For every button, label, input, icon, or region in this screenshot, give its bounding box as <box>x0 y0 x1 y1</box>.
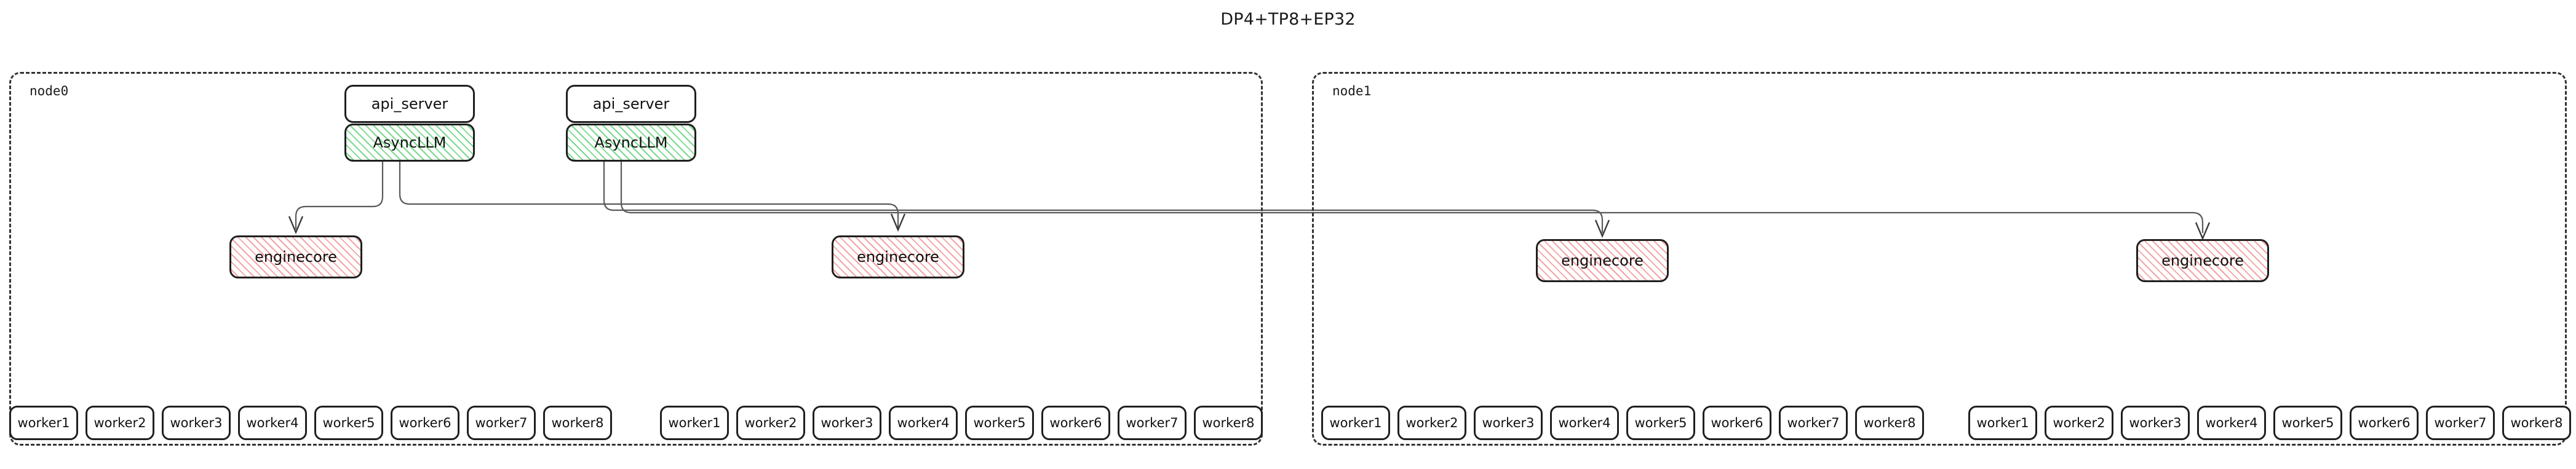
node-label-node1: node1 <box>1332 84 1372 98</box>
enginecore-node1-1[interactable]: enginecore <box>2136 239 2269 282</box>
worker-node1-g1-4-label: worker5 <box>2281 416 2334 430</box>
enginecore-node0-0[interactable]: enginecore <box>229 235 362 278</box>
worker-node1-g1-3-label: worker4 <box>2205 416 2258 430</box>
worker-node1-g0-4[interactable]: worker5 <box>1626 406 1695 440</box>
worker-node0-g0-1[interactable]: worker2 <box>85 406 154 440</box>
worker-node1-g0-2-label: worker3 <box>1482 416 1535 430</box>
api-server-node0-0[interactable]: api_server <box>344 85 475 123</box>
worker-node0-g0-1-label: worker2 <box>93 416 146 430</box>
worker-node0-g1-7-label: worker8 <box>1202 416 1255 430</box>
worker-node1-g1-0-label: worker1 <box>1976 416 2029 430</box>
worker-node1-g0-6-label: worker7 <box>1787 416 1840 430</box>
worker-node1-g0-7-label: worker8 <box>1863 416 1916 430</box>
worker-node0-g1-0-label: worker1 <box>668 416 721 430</box>
node-label-node0: node0 <box>30 84 69 98</box>
worker-node0-g0-3[interactable]: worker4 <box>238 406 307 440</box>
worker-node1-g0-5-label: worker6 <box>1711 416 1763 430</box>
worker-node1-g0-3-label: worker4 <box>1558 416 1611 430</box>
worker-node0-g1-7[interactable]: worker8 <box>1194 406 1263 440</box>
worker-node1-g1-2[interactable]: worker3 <box>2121 406 2190 440</box>
worker-node1-g1-7[interactable]: worker8 <box>2502 406 2571 440</box>
worker-node1-g1-5-label: worker6 <box>2358 416 2411 430</box>
enginecore-node0-1-label: enginecore <box>857 248 939 266</box>
worker-node1-g1-0[interactable]: worker1 <box>1968 406 2037 440</box>
worker-node0-g1-4-label: worker5 <box>973 416 1026 430</box>
worker-node0-g0-2[interactable]: worker3 <box>162 406 231 440</box>
worker-node1-g0-4-label: worker5 <box>1634 416 1687 430</box>
worker-node0-g0-5-label: worker6 <box>399 416 451 430</box>
worker-node0-g1-2[interactable]: worker3 <box>813 406 881 440</box>
worker-node1-g1-1-label: worker2 <box>2053 416 2105 430</box>
worker-node0-g0-6[interactable]: worker7 <box>467 406 536 440</box>
worker-node0-g1-5-label: worker6 <box>1049 416 1102 430</box>
worker-node0-g0-4[interactable]: worker5 <box>314 406 383 440</box>
worker-node0-g1-0[interactable]: worker1 <box>660 406 729 440</box>
worker-node0-g0-0[interactable]: worker1 <box>9 406 78 440</box>
worker-node0-g0-5[interactable]: worker6 <box>391 406 459 440</box>
page-title: DP4+TP8+EP32 <box>1220 10 1356 29</box>
worker-node1-g1-1[interactable]: worker2 <box>2045 406 2113 440</box>
worker-node1-g0-0-label: worker1 <box>1329 416 1382 430</box>
worker-node0-g0-6-label: worker7 <box>475 416 528 430</box>
worker-node0-g1-5[interactable]: worker6 <box>1041 406 1110 440</box>
enginecore-node0-1[interactable]: enginecore <box>832 235 964 278</box>
worker-node1-g0-5[interactable]: worker6 <box>1703 406 1771 440</box>
worker-node1-g0-6[interactable]: worker7 <box>1779 406 1848 440</box>
worker-node0-g1-6-label: worker7 <box>1126 416 1179 430</box>
asyncllm-node0-0-label: AsyncLLM <box>373 134 447 151</box>
asyncllm-node0-1-label: AsyncLLM <box>594 134 668 151</box>
enginecore-node1-1-label: enginecore <box>2161 252 2244 269</box>
worker-node1-g0-3[interactable]: worker4 <box>1550 406 1619 440</box>
worker-node1-g0-0[interactable]: worker1 <box>1321 406 1390 440</box>
enginecore-node1-0-label: enginecore <box>1561 252 1644 269</box>
asyncllm-node0-0[interactable]: AsyncLLM <box>344 124 475 162</box>
worker-node1-g0-1-label: worker2 <box>1405 416 1458 430</box>
worker-node0-g1-3[interactable]: worker4 <box>889 406 958 440</box>
worker-node0-g1-3-label: worker4 <box>897 416 950 430</box>
worker-node1-g1-2-label: worker3 <box>2129 416 2182 430</box>
worker-node0-g1-1[interactable]: worker2 <box>736 406 805 440</box>
worker-node0-g0-0-label: worker1 <box>17 416 70 430</box>
enginecore-node0-0-label: enginecore <box>255 248 337 266</box>
api-server-node0-1[interactable]: api_server <box>566 85 696 123</box>
worker-node1-g0-7[interactable]: worker8 <box>1855 406 1924 440</box>
worker-node0-g0-3-label: worker4 <box>246 416 299 430</box>
worker-node1-g1-4[interactable]: worker5 <box>2273 406 2342 440</box>
api-server-node0-0-label: api_server <box>371 95 448 112</box>
worker-node1-g1-6[interactable]: worker7 <box>2426 406 2495 440</box>
worker-node1-g1-3[interactable]: worker4 <box>2197 406 2266 440</box>
worker-node1-g1-5[interactable]: worker6 <box>2350 406 2419 440</box>
worker-node0-g0-7[interactable]: worker8 <box>543 406 612 440</box>
worker-node0-g0-2-label: worker3 <box>170 416 223 430</box>
worker-node0-g0-4-label: worker5 <box>322 416 375 430</box>
worker-node1-g0-1[interactable]: worker2 <box>1397 406 1466 440</box>
worker-node1-g0-2[interactable]: worker3 <box>1474 406 1543 440</box>
worker-node0-g0-7-label: worker8 <box>551 416 604 430</box>
node-cluster-node0: node0 <box>9 72 1263 446</box>
worker-node1-g1-7-label: worker8 <box>2510 416 2563 430</box>
worker-node0-g1-1-label: worker2 <box>744 416 797 430</box>
node-cluster-node1: node1 <box>1312 72 2567 446</box>
worker-node0-g1-6[interactable]: worker7 <box>1118 406 1187 440</box>
api-server-node0-1-label: api_server <box>592 95 670 112</box>
asyncllm-node0-1[interactable]: AsyncLLM <box>566 124 696 162</box>
worker-node0-g1-4[interactable]: worker5 <box>965 406 1034 440</box>
worker-node1-g1-6-label: worker7 <box>2434 416 2487 430</box>
enginecore-node1-0[interactable]: enginecore <box>1536 239 1669 282</box>
worker-node0-g1-2-label: worker3 <box>821 416 873 430</box>
